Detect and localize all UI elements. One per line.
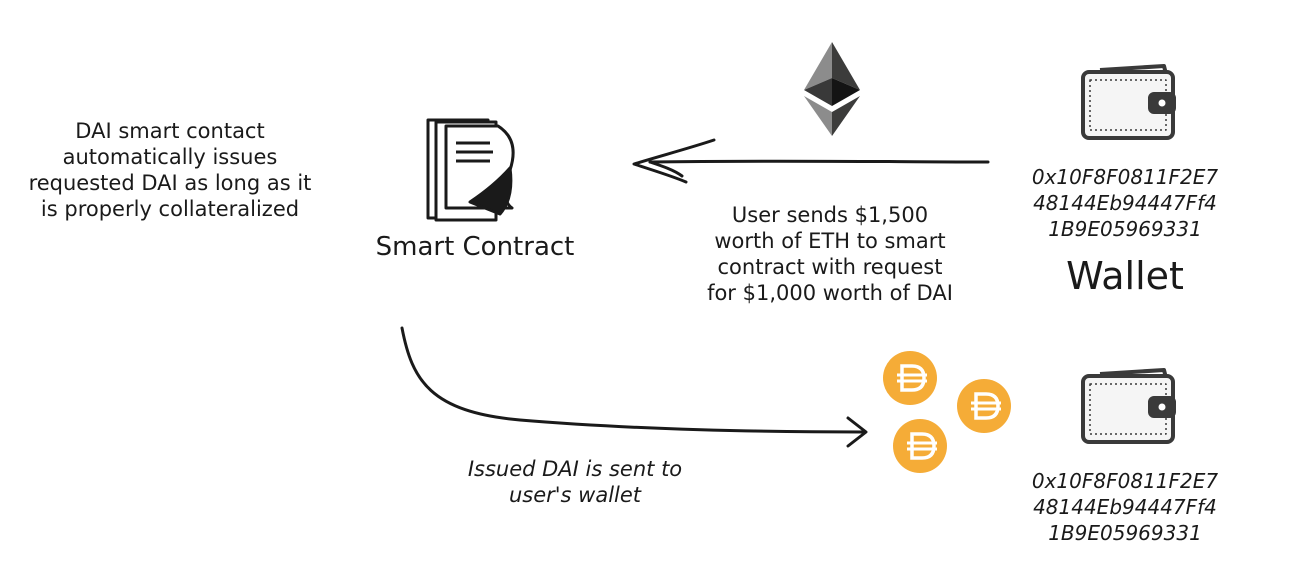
wallet-icon-bottom — [1081, 368, 1176, 444]
dai-coin-icon — [956, 378, 1012, 434]
user-sends-line: User sends $1,500 — [731, 203, 929, 227]
address-line: 1B9E05969331 — [1048, 217, 1202, 241]
issued-note: Issued DAI is sent to user's wallet — [440, 456, 710, 508]
user-sends-line: worth of ETH to smart — [714, 229, 946, 253]
address-line: 0x10F8F0811F2E7 — [1031, 165, 1219, 189]
dai-transfer-arrow — [400, 326, 868, 448]
address-line: 48144Eb94447Ff4 — [1033, 495, 1217, 519]
user-sends-line: for $1,000 worth of DAI — [707, 281, 953, 305]
wallet-address-bottom: 0x10F8F0811F2E7 48144Eb94447Ff4 1B9E0596… — [1005, 468, 1245, 546]
left-note-line: DAI smart contact — [75, 119, 265, 143]
left-note: DAI smart contact automatically issues r… — [20, 118, 320, 222]
issued-note-line: user's wallet — [508, 483, 642, 507]
address-line: 1B9E05969331 — [1048, 521, 1202, 545]
left-note-line: is properly collateralized — [40, 197, 300, 221]
wallet-label: Wallet — [1066, 254, 1184, 298]
dai-coin-icon — [882, 350, 938, 406]
address-line: 0x10F8F0811F2E7 — [1031, 469, 1219, 493]
address-line: 48144Eb94447Ff4 — [1033, 191, 1217, 215]
wallet-address-top: 0x10F8F0811F2E7 48144Eb94447Ff4 1B9E0596… — [1005, 164, 1245, 242]
ethereum-logo-icon — [804, 42, 860, 136]
document-stack-icon — [426, 118, 515, 222]
dai-coin-icon — [892, 418, 948, 474]
issued-note-line: Issued DAI is sent to — [467, 457, 683, 481]
left-note-line: requested DAI as long as it — [28, 171, 312, 195]
left-note-line: automatically issues — [62, 145, 278, 169]
user-sends-note: User sends $1,500 worth of ETH to smart … — [680, 202, 980, 306]
smart-contract-label: Smart Contract — [375, 232, 575, 262]
wallet-icon-top — [1081, 64, 1176, 140]
user-sends-line: contract with request — [717, 255, 943, 279]
eth-transfer-arrow — [632, 138, 990, 184]
